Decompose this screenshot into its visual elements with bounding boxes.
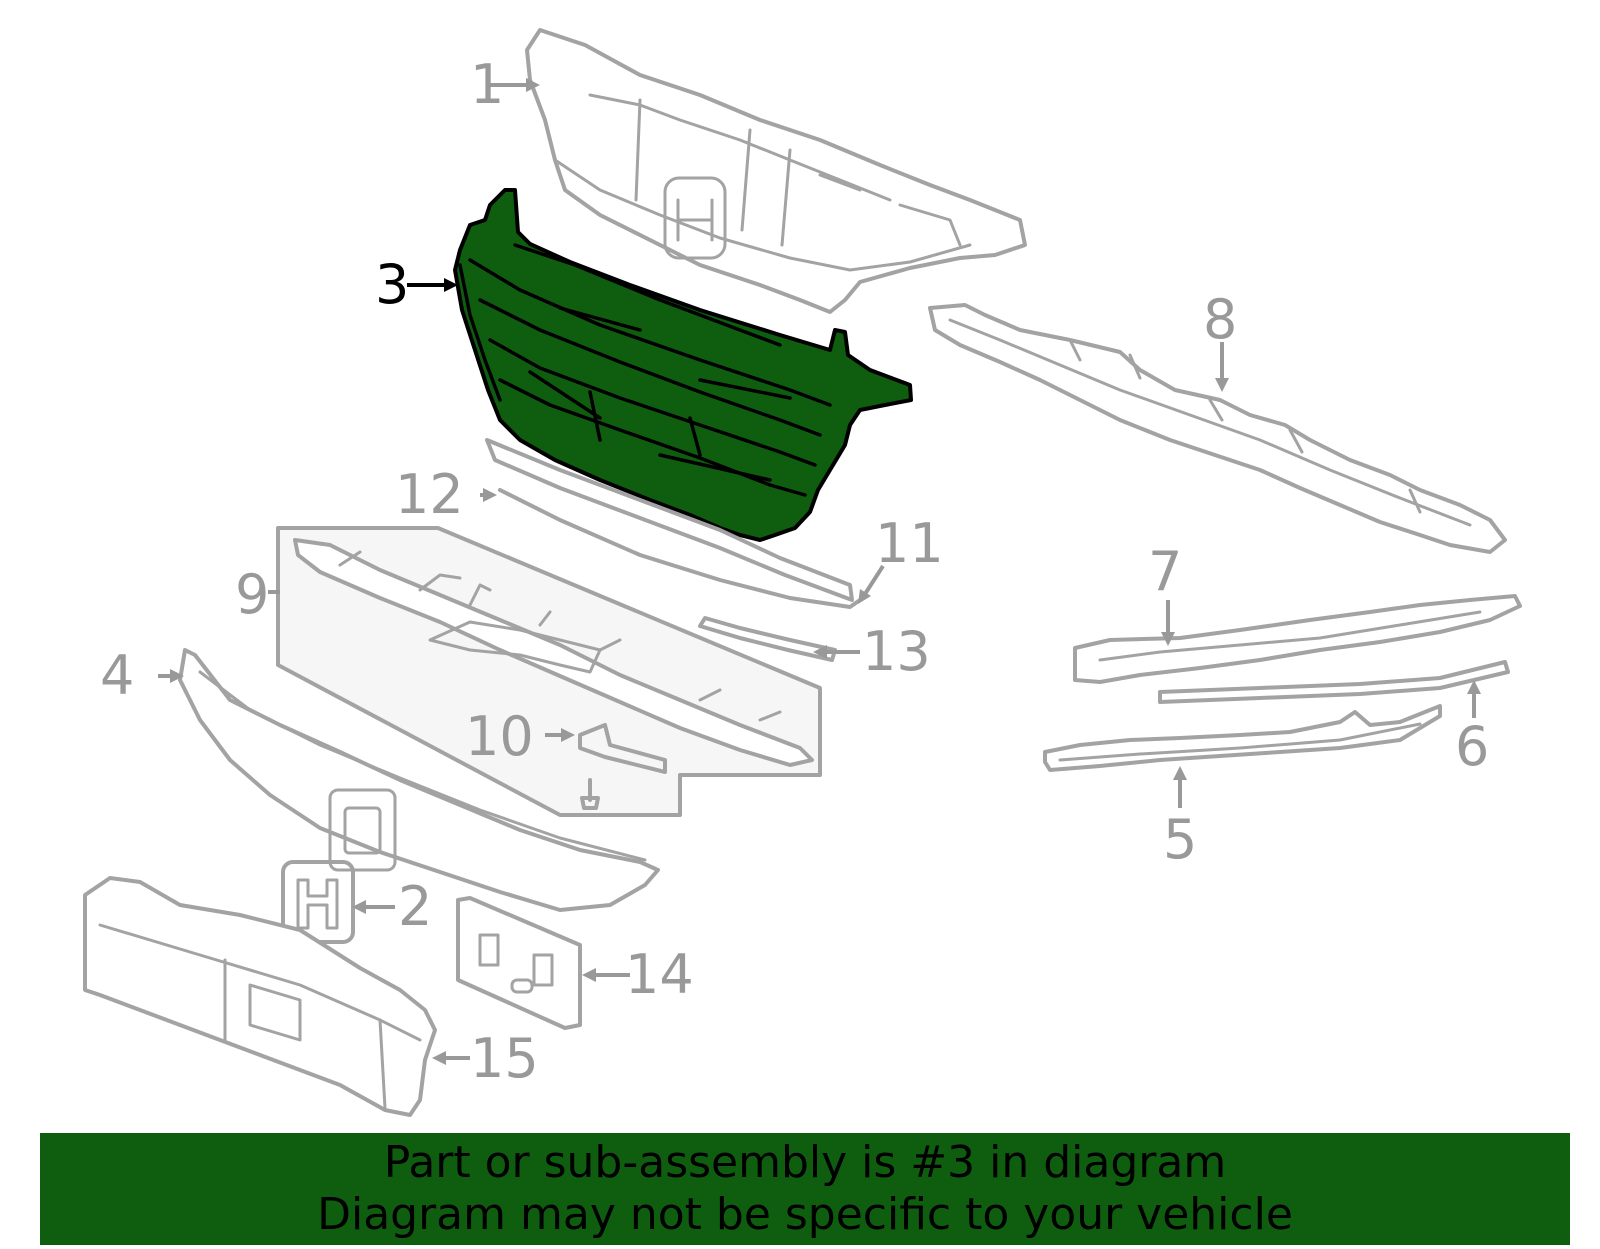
part-10-bracket-bolt[interactable] [578,723,667,810]
callout-11: 11 [875,512,944,575]
callout-6: 6 [1455,715,1489,778]
info-banner: Part or sub-assembly is #3 in diagram Di… [40,1133,1570,1245]
callout-13: 13 [862,620,931,683]
callout-arrows [158,78,1481,1065]
part-4-grille-molding[interactable] [178,648,660,912]
callout-9: 9 [235,563,269,626]
banner-line-1: Part or sub-assembly is #3 in diagram [383,1137,1227,1188]
part-13-trim[interactable] [698,616,837,662]
callout-4: 4 [100,644,134,707]
banner-line-2: Diagram may not be specific to your vehi… [317,1189,1293,1240]
callout-2: 2 [398,875,432,938]
part-14-license-bracket[interactable] [456,896,582,1030]
part-7-side-bracket[interactable] [1073,594,1522,684]
callout-15: 15 [470,1027,539,1090]
part-3-front-grille[interactable] [453,188,913,542]
part-5-lower-trim[interactable] [1043,704,1442,772]
callout-10: 10 [465,705,534,768]
callout-8: 8 [1203,288,1237,351]
part-11-strip[interactable] [498,488,862,609]
part-9-bracket-panel[interactable] [276,526,822,817]
callout-5: 5 [1163,808,1197,871]
part-12-upper-molding[interactable] [485,438,854,602]
part-15-lower-support[interactable] [83,876,437,1117]
callout-12: 12 [395,463,464,526]
callout-1: 1 [470,53,504,116]
callout-14: 14 [625,943,694,1006]
part-1-grille-base[interactable] [525,28,1027,314]
callout-7: 7 [1148,540,1182,603]
part-8-upper-beam[interactable] [928,303,1507,554]
part-6-side-strip[interactable] [1158,660,1510,704]
callout-3: 3 [375,253,409,316]
callout-numbers: 1 2 3 4 5 6 7 8 9 10 11 12 13 14 15 [100,53,1489,1090]
